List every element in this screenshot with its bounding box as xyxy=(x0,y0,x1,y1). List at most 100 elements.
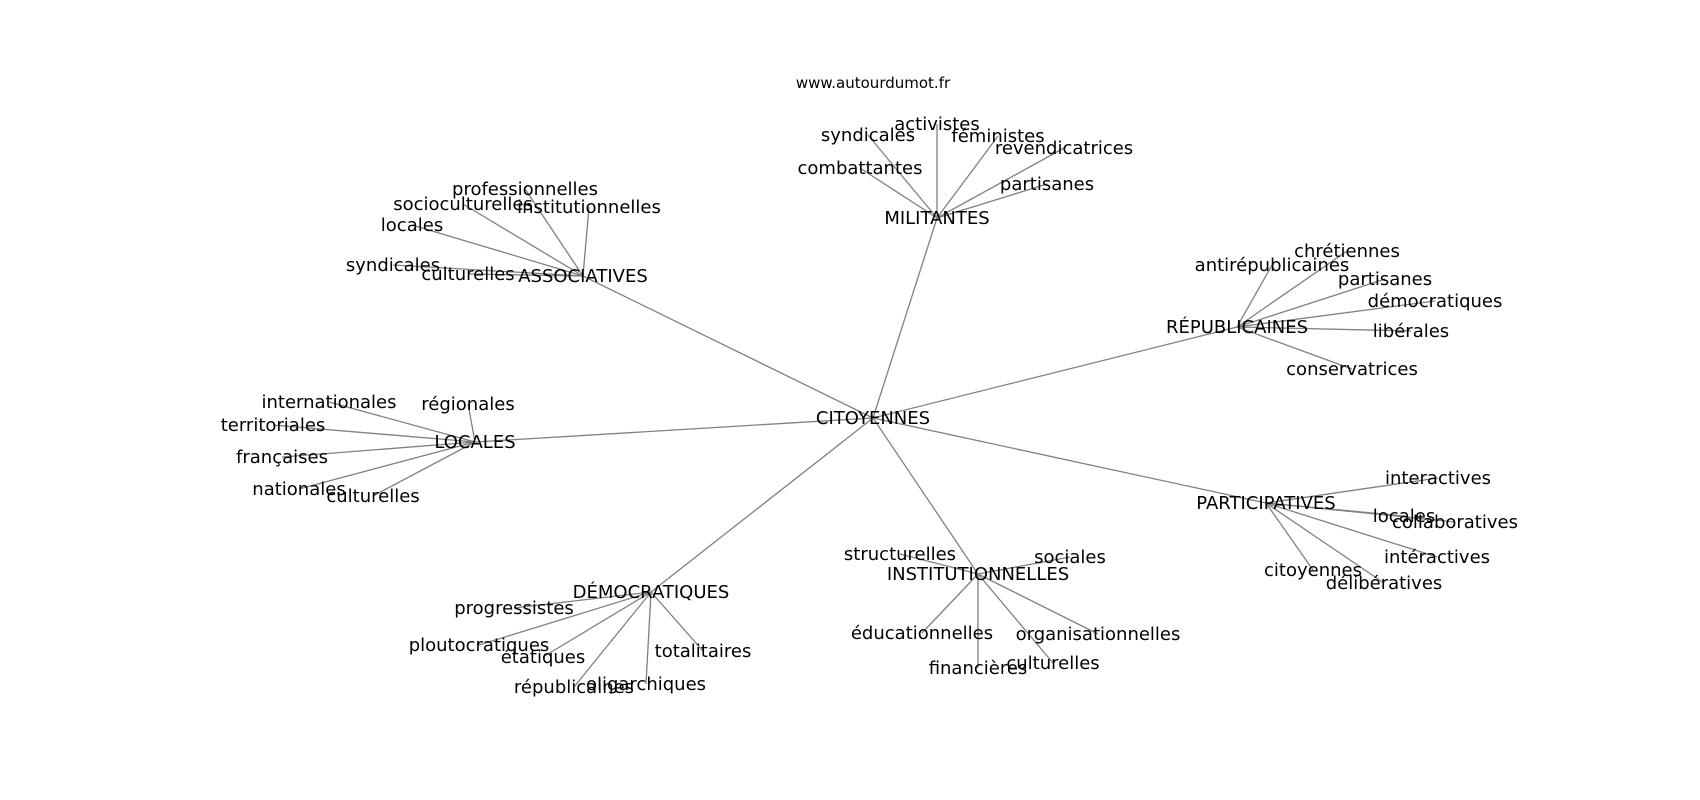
edge-locales-leaf xyxy=(467,403,476,443)
edge-militantes-leaf xyxy=(936,183,1048,219)
hub-node-militantes: MILITANTES xyxy=(884,208,989,229)
leaf-node-label: oligarchiques xyxy=(586,674,706,695)
edge-center-republicaines xyxy=(872,326,1238,419)
hub-node-democratiques: DÉMOCRATIQUES xyxy=(573,581,730,603)
leaf-node-label: culturelles xyxy=(421,264,514,285)
leaf-node-label: intéractives xyxy=(1384,547,1490,568)
edge-democratiques-leaf xyxy=(542,591,652,658)
edge-republicaines-leaf xyxy=(1236,300,1436,328)
edge-associatives-leaf xyxy=(524,188,584,277)
leaf-node-label: citoyennes xyxy=(1264,560,1362,581)
graph-nodes: CITOYENNESASSOCIATIVESprofessionnellesso… xyxy=(221,114,1518,698)
leaf-node-label: démocratiques xyxy=(1368,291,1503,312)
edge-democratiques-leaf xyxy=(573,591,652,688)
leaf-node-label: progressistes xyxy=(454,598,574,619)
edge-center-militantes xyxy=(872,217,938,419)
leaf-node-label: ploutocratiques xyxy=(409,635,550,656)
edge-militantes-leaf xyxy=(936,147,1065,219)
edge-locales-leaf xyxy=(298,441,476,490)
edge-militantes-leaf xyxy=(859,167,938,219)
leaf-node-label: antirépublicaines xyxy=(1195,255,1350,276)
leaf-node-label: combattantes xyxy=(798,158,923,179)
leaf-node-label: territoriales xyxy=(221,415,326,436)
edge-participatives-leaf xyxy=(1265,502,1438,558)
leaf-node-label: socioculturelles xyxy=(393,194,533,215)
edge-militantes-leaf xyxy=(867,134,938,219)
leaf-node-label: sociales xyxy=(1034,547,1106,568)
graph-edges xyxy=(272,124,1456,688)
edge-democratiques-leaf xyxy=(513,591,652,609)
leaf-node-label: locales xyxy=(381,215,443,236)
leaf-node-label: activistes xyxy=(894,114,980,135)
leaf-node-label: structurelles xyxy=(844,544,956,565)
leaf-node-label: culturelles xyxy=(1006,653,1099,674)
edge-locales-leaf xyxy=(281,441,476,458)
edge-center-institutionnelles xyxy=(872,417,979,575)
leaf-node-label: totalitaires xyxy=(655,641,752,662)
edge-republicaines-leaf xyxy=(1236,326,1353,370)
leaf-node-label: féministes xyxy=(951,126,1044,147)
edge-republicaines-leaf xyxy=(1236,278,1386,328)
leaf-node-label: étatiques xyxy=(501,647,586,668)
leaf-node-label: culturelles xyxy=(326,486,419,507)
leaf-node-label: professionnelles xyxy=(452,179,598,200)
edge-center-democratiques xyxy=(650,417,874,593)
leaf-node-label: collaboratives xyxy=(1392,512,1518,533)
edge-associatives-leaf xyxy=(582,206,590,277)
edge-institutionnelles-leaf xyxy=(977,556,1071,575)
leaf-node-label: partisanes xyxy=(1338,269,1432,290)
edge-locales-leaf xyxy=(272,424,476,443)
edge-democratiques-leaf xyxy=(650,591,704,652)
hub-node-associatives: ASSOCIATIVES xyxy=(518,266,648,287)
edge-participatives-leaf xyxy=(1265,502,1314,571)
edge-institutionnelles-leaf xyxy=(977,573,1099,635)
leaf-node-label: françaises xyxy=(236,447,328,468)
leaf-node-label: revendicatrices xyxy=(995,138,1133,159)
leaf-node-label: internationales xyxy=(261,392,396,413)
edge-center-locales xyxy=(474,417,874,443)
hub-node-participatives: PARTICIPATIVES xyxy=(1196,493,1335,514)
leaf-node-label: régionales xyxy=(421,394,514,415)
edge-associatives-leaf xyxy=(462,203,584,277)
edge-participatives-leaf xyxy=(1265,502,1385,584)
leaf-node-label: organisationnelles xyxy=(1016,624,1181,645)
edge-democratiques-leaf xyxy=(478,591,652,646)
edge-institutionnelles-leaf xyxy=(977,573,1054,664)
edge-institutionnelles-leaf xyxy=(899,553,979,575)
edge-republicaines-leaf xyxy=(1236,264,1273,328)
edge-center-associatives xyxy=(582,275,874,419)
watermark-text: www.autourdumot.fr xyxy=(796,74,951,92)
leaf-node-label: libérales xyxy=(1373,321,1449,342)
leaf-node-label: nationales xyxy=(252,479,345,500)
edge-republicaines-leaf xyxy=(1236,326,1412,332)
edge-militantes-leaf xyxy=(936,135,999,219)
leaf-node-label: chrétiennes xyxy=(1294,241,1400,262)
edge-locales-leaf xyxy=(372,441,476,497)
edge-associatives-leaf xyxy=(392,264,584,277)
edge-locales-leaf xyxy=(328,401,476,443)
edge-associatives-leaf xyxy=(467,273,584,277)
leaf-node-label: syndicales xyxy=(821,125,915,146)
leaf-node-label: conservatrices xyxy=(1286,359,1418,380)
edge-participatives-leaf xyxy=(1265,477,1439,504)
leaf-node-label: éducationnelles xyxy=(851,623,993,644)
edge-institutionnelles-leaf xyxy=(921,573,979,634)
edge-participatives-leaf xyxy=(1265,502,1456,523)
leaf-node-label: syndicales xyxy=(346,255,440,276)
hub-node-republicaines: RÉPUBLICAINES xyxy=(1166,316,1308,338)
edge-republicaines-leaf xyxy=(1236,250,1348,328)
hub-node-institutionnelles: INSTITUTIONNELLES xyxy=(887,564,1069,585)
hub-node-locales: LOCALES xyxy=(434,432,515,453)
center-node-label: CITOYENNES xyxy=(816,408,930,429)
leaf-node-label: locales xyxy=(1373,506,1435,527)
edge-associatives-leaf xyxy=(411,224,584,277)
edge-center-participatives xyxy=(872,417,1267,504)
leaf-node-label: financières xyxy=(929,658,1028,679)
leaf-node-label: partisanes xyxy=(1000,174,1094,195)
leaf-node-label: interactives xyxy=(1385,468,1491,489)
edge-democratiques-leaf xyxy=(645,591,652,685)
leaf-node-label: institutionnelles xyxy=(517,197,661,218)
leaf-node-label: délibératives xyxy=(1326,573,1443,594)
leaf-node-label: républicaines xyxy=(514,677,634,698)
